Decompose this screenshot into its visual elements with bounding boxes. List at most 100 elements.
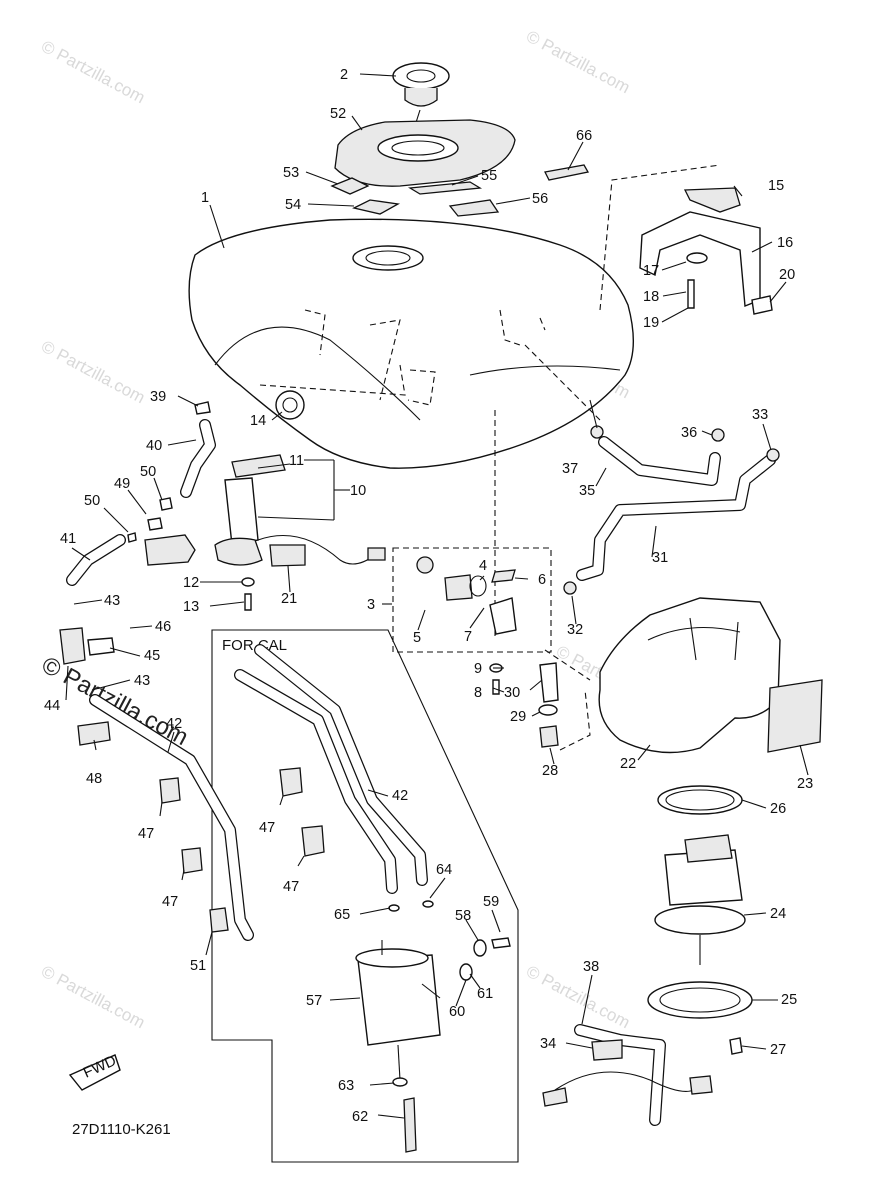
callout-61: 61 bbox=[477, 986, 493, 1002]
callout-28: 28 bbox=[542, 763, 558, 779]
callout-27: 27 bbox=[770, 1042, 786, 1058]
small-parts bbox=[59, 252, 780, 1087]
callout-12: 12 bbox=[183, 575, 199, 591]
callout-3: 3 bbox=[367, 597, 375, 613]
emblems bbox=[330, 164, 590, 217]
leaders bbox=[259, 164, 721, 751]
callout-44: 44 bbox=[44, 698, 60, 714]
callout-52: 52 bbox=[330, 106, 346, 122]
callout-55: 55 bbox=[481, 168, 497, 184]
callout-15: 15 bbox=[768, 178, 784, 194]
callout-29: 29 bbox=[510, 709, 526, 725]
callout-26: 26 bbox=[770, 801, 786, 817]
callout-22: 22 bbox=[620, 756, 636, 772]
callout-47d: 47 bbox=[283, 879, 299, 895]
callout-10: 10 bbox=[350, 483, 366, 499]
callout-8: 8 bbox=[474, 685, 482, 701]
callout-31: 31 bbox=[652, 550, 668, 566]
callout-23: 23 bbox=[797, 776, 813, 792]
callout-5: 5 bbox=[413, 630, 421, 646]
fuel-cap bbox=[392, 62, 450, 161]
callout-41: 41 bbox=[60, 531, 76, 547]
callout-65: 65 bbox=[334, 907, 350, 923]
watermark: © Partzilla.com bbox=[38, 37, 148, 108]
watermark: © Partzilla.com bbox=[38, 962, 148, 1033]
callout-43b: 43 bbox=[134, 673, 150, 689]
callout-1: 1 bbox=[201, 190, 209, 206]
pump-plate bbox=[647, 981, 753, 1019]
hoses-left bbox=[66, 419, 216, 586]
callout-50a: 50 bbox=[140, 464, 156, 480]
tank-cover bbox=[334, 119, 516, 187]
callout-33: 33 bbox=[752, 407, 768, 423]
callout-30: 30 bbox=[504, 685, 520, 701]
callout-57: 57 bbox=[306, 993, 322, 1009]
callout-56: 56 bbox=[532, 191, 548, 207]
callout-35: 35 bbox=[579, 483, 595, 499]
callout-36: 36 bbox=[681, 425, 697, 441]
callouts: 1 2 3 4 5 6 7 8 9 10 11 12 13 14 15 16 1… bbox=[44, 67, 813, 1125]
hoses-right bbox=[576, 436, 776, 581]
watermark: © Partzilla.com bbox=[523, 962, 633, 1033]
canister bbox=[355, 940, 441, 1153]
callout-leaders bbox=[65, 73, 809, 1119]
callout-20: 20 bbox=[779, 267, 795, 283]
callout-46: 46 bbox=[155, 619, 171, 635]
hose-42 bbox=[89, 644, 428, 941]
for-cal-label: FOR CAL bbox=[222, 637, 287, 654]
callout-24: 24 bbox=[770, 906, 786, 922]
callout-4: 4 bbox=[479, 558, 487, 574]
callout-13: 13 bbox=[183, 599, 199, 615]
callout-63: 63 bbox=[338, 1078, 354, 1094]
callout-34: 34 bbox=[540, 1036, 556, 1052]
callout-21: 21 bbox=[281, 591, 297, 607]
pump-module bbox=[144, 454, 386, 567]
callout-54: 54 bbox=[285, 197, 301, 213]
callout-19: 19 bbox=[643, 315, 659, 331]
fwd-arrow: FWD bbox=[68, 1052, 121, 1091]
callout-17: 17 bbox=[643, 263, 659, 279]
callout-51: 51 bbox=[190, 958, 206, 974]
callout-48: 48 bbox=[86, 771, 102, 787]
callout-14: 14 bbox=[250, 413, 266, 429]
callout-43a: 43 bbox=[104, 593, 120, 609]
callout-60: 60 bbox=[449, 1004, 465, 1020]
callout-11: 11 bbox=[289, 453, 304, 469]
callout-58: 58 bbox=[455, 908, 471, 924]
callout-47c: 47 bbox=[259, 820, 275, 836]
callout-37: 37 bbox=[562, 461, 578, 477]
callout-9: 9 bbox=[474, 661, 482, 677]
callout-49: 49 bbox=[114, 476, 130, 492]
callout-39: 39 bbox=[150, 389, 166, 405]
callout-62: 62 bbox=[352, 1109, 368, 1125]
callout-38: 38 bbox=[583, 959, 599, 975]
callout-18: 18 bbox=[643, 289, 659, 305]
callout-40: 40 bbox=[146, 438, 162, 454]
fuel-pump bbox=[654, 834, 746, 965]
callout-64: 64 bbox=[436, 862, 452, 878]
callout-50b: 50 bbox=[84, 493, 100, 509]
bracket bbox=[639, 187, 761, 307]
watermark-bold: © Partzilla.com bbox=[37, 651, 192, 751]
valve-group bbox=[392, 547, 552, 653]
hose-38 bbox=[542, 1024, 713, 1126]
callout-47a: 47 bbox=[138, 826, 154, 842]
for-cal-frame: FOR CAL bbox=[211, 629, 519, 1163]
diagram-code: 27D1110-K261 bbox=[72, 1121, 171, 1138]
watermark: © Partzilla.com bbox=[523, 27, 633, 98]
callout-53: 53 bbox=[283, 165, 299, 181]
tray bbox=[598, 597, 823, 754]
callout-66: 66 bbox=[576, 128, 592, 144]
callout-16: 16 bbox=[777, 235, 793, 251]
watermark: © Partzilla.com bbox=[38, 337, 148, 408]
callout-6: 6 bbox=[538, 572, 546, 588]
fuel-tank bbox=[188, 218, 635, 469]
callout-7: 7 bbox=[464, 629, 472, 645]
callout-45: 45 bbox=[144, 648, 160, 664]
callout-42b: 42 bbox=[392, 788, 408, 804]
callout-2: 2 bbox=[340, 67, 348, 83]
callout-42a: 42 bbox=[166, 716, 182, 732]
callout-25: 25 bbox=[781, 992, 797, 1008]
callout-47b: 47 bbox=[162, 894, 178, 910]
